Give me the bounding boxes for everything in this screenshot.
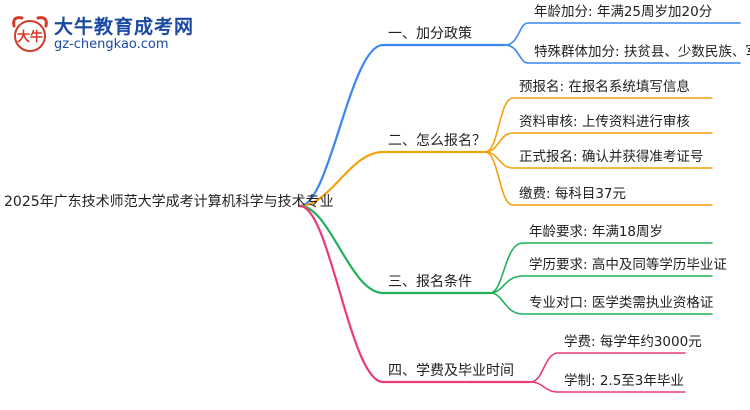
leaf-label-4-1: 学费: 每学年约3000元	[564, 334, 702, 350]
branch-connector-2	[298, 150, 487, 208]
branch-label-2: 二、怎么报名？	[388, 133, 486, 149]
leaf-connector-1-1	[504, 22, 741, 46]
bull-logo-icon: 大牛	[12, 16, 48, 52]
leaf-label-2-3: 正式报名: 确认并获得准考证号	[519, 149, 704, 165]
leaf-connector-4-1	[529, 352, 686, 383]
root-topic: 2025年广东技术师范大学成考计算机科学与技术专业	[4, 194, 334, 210]
leaf-label-1-2: 特殊群体加分: 扶贫县、少数民族、军人	[534, 44, 750, 60]
branch-label-1: 一、加分政策	[388, 26, 472, 42]
leaf-connector-4-2	[529, 381, 686, 393]
branch-label-4: 四、学费及毕业时间	[388, 363, 514, 379]
leaf-connector-1-2	[504, 44, 741, 64]
brand-name: 大牛教育成考网	[54, 16, 195, 38]
leaf-label-1-1: 年龄加分: 年满25周岁加20分	[534, 4, 713, 20]
leaf-connector-2-4	[484, 151, 713, 206]
leaf-label-2-2: 资料审核: 上传资料进行审核	[519, 114, 690, 130]
logo-text: 大牛	[17, 29, 43, 45]
branch-label-3: 三、报名条件	[388, 274, 472, 290]
leaf-label-2-4: 缴费: 每科目37元	[519, 186, 627, 202]
leaf-connector-3-1	[489, 242, 713, 294]
branch-connector-3	[298, 204, 492, 295]
brand-logo: 大牛 大牛教育成考网 gz-chengkao.com	[8, 10, 228, 56]
leaf-label-3-2: 学历要求: 高中及同等学历毕业证	[529, 257, 727, 273]
branch-connector-1	[298, 43, 507, 208]
leaf-label-3-1: 年龄要求: 年满18周岁	[529, 224, 664, 240]
leaf-label-4-2: 学制: 2.5至3年毕业	[564, 373, 684, 389]
leaf-connector-2-2	[484, 132, 713, 153]
leaf-label-3-3: 专业对口: 医学类需执业资格证	[529, 295, 714, 311]
branch-connector-4	[298, 204, 532, 384]
leaf-connector-3-2	[489, 275, 713, 294]
leaf-label-2-1: 预报名: 在报名系统填写信息	[519, 79, 690, 95]
brand-url: gz-chengkao.com	[54, 37, 169, 52]
leaf-connector-3-3	[489, 292, 713, 315]
leaf-connector-2-1	[484, 97, 713, 153]
